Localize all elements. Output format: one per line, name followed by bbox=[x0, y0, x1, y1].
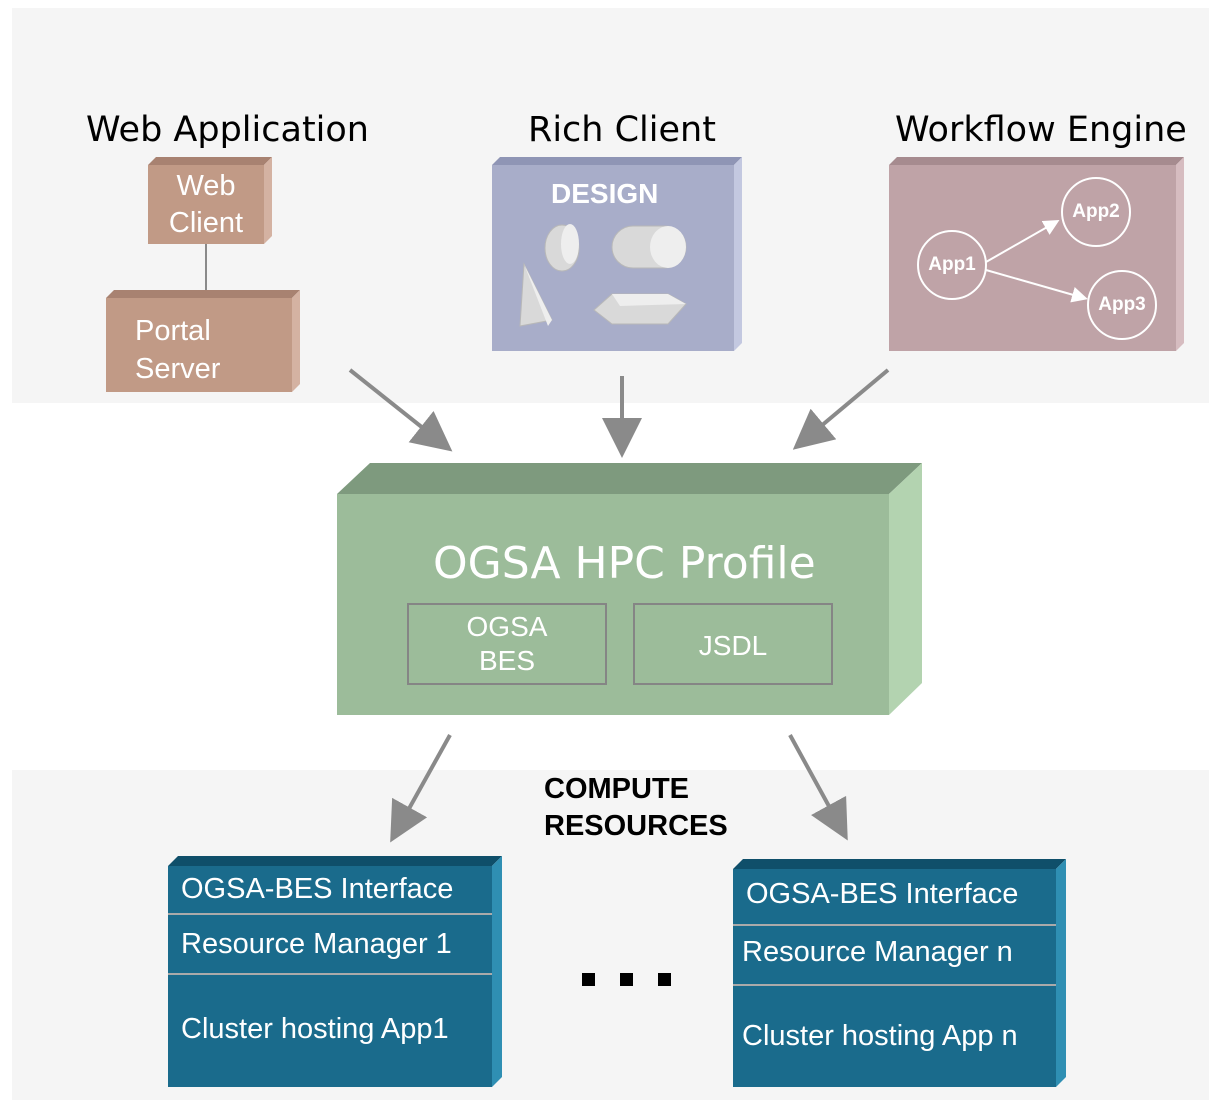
bes-line1: OGSA bbox=[466, 611, 548, 642]
compute-label-line1: COMPUTE bbox=[544, 773, 689, 805]
app1-label: App1 bbox=[928, 254, 976, 275]
portal-server-box bbox=[106, 290, 300, 392]
workflow-node-app2 bbox=[1061, 177, 1131, 247]
workflow-engine-title: Workflow Engine bbox=[895, 110, 1187, 150]
bes-label: OGSA BES bbox=[408, 610, 606, 678]
arrow-web-to-profile bbox=[348, 368, 453, 452]
design-label: DESIGN bbox=[551, 178, 659, 209]
workflow-edge-app1-app3 bbox=[985, 269, 1088, 303]
jsdl-subbox bbox=[633, 603, 833, 685]
left-cluster-label: Cluster hosting App1 bbox=[181, 1013, 449, 1045]
right-cluster-label: Cluster hosting App n bbox=[742, 1020, 1018, 1052]
arrow-profile-to-left bbox=[390, 734, 452, 843]
ellipsis-dots bbox=[582, 973, 671, 986]
workflow-node-app3 bbox=[1087, 270, 1157, 340]
web-client-line1: Web bbox=[176, 170, 236, 202]
profile-box bbox=[337, 463, 922, 715]
app2-label: App2 bbox=[1072, 201, 1120, 222]
workflow-node-app1 bbox=[917, 230, 987, 300]
design-box bbox=[492, 157, 742, 351]
arrow-workflow-to-profile bbox=[792, 368, 890, 450]
workflow-box bbox=[889, 157, 1184, 351]
right-interface-label: OGSA-BES Interface bbox=[746, 878, 1019, 910]
bes-line2: BES bbox=[478, 645, 536, 676]
portal-server-line1: Portal bbox=[135, 315, 211, 347]
compute-box-right bbox=[733, 859, 1066, 1087]
compute-label-line2: RESOURCES bbox=[544, 810, 728, 842]
portal-server-label: Portal Server bbox=[135, 312, 220, 388]
web-application-title: Web Application bbox=[86, 110, 369, 150]
left-interface-label: OGSA-BES Interface bbox=[181, 873, 454, 905]
compute-box-left bbox=[168, 856, 502, 1087]
web-client-label: Web Client bbox=[148, 168, 264, 242]
web-client-box bbox=[148, 157, 272, 244]
web-client-line2: Client bbox=[168, 207, 244, 239]
arrow-profile-to-right bbox=[788, 734, 848, 841]
right-manager-label: Resource Manager n bbox=[742, 936, 1013, 968]
jsdl-label: JSDL bbox=[698, 630, 768, 661]
app3-label: App3 bbox=[1098, 294, 1146, 315]
compute-resources-label: COMPUTE RESOURCES bbox=[544, 771, 728, 845]
left-manager-label: Resource Manager 1 bbox=[181, 928, 452, 960]
profile-title: OGSA HPC Profile bbox=[433, 538, 816, 589]
bes-subbox bbox=[407, 603, 607, 685]
rich-client-title: Rich Client bbox=[528, 110, 716, 150]
workflow-edge-app1-app2 bbox=[985, 220, 1060, 263]
portal-server-line2: Server bbox=[135, 353, 221, 385]
